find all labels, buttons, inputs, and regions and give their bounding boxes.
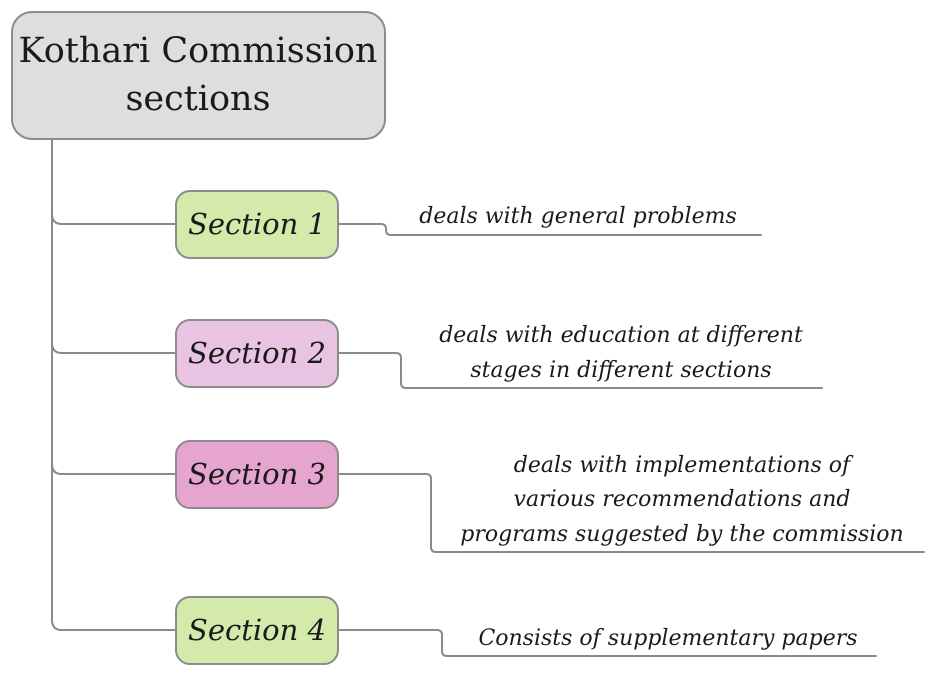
section-2-description-line-2: stages in different sections [470, 358, 771, 383]
section-3-node: Section 3 [175, 440, 339, 509]
root-title-line-2: sections [125, 79, 270, 119]
section-4-description-line-1: Consists of supplementary papers [478, 626, 857, 651]
section-1-label: Section 1 [188, 207, 326, 241]
connector-section-3-description [337, 473, 437, 553]
section-1-node: Section 1 [175, 190, 339, 259]
root-node: Kothari Commission sections [11, 11, 386, 140]
connector-section-1-description [337, 223, 392, 236]
root-title-line-1: Kothari Commission [19, 31, 378, 71]
section-2-label: Section 2 [188, 336, 326, 370]
root-node-box [11, 11, 386, 140]
section-1-box [175, 190, 339, 259]
connector-root-section-4 [51, 139, 177, 631]
section-1-description-line-1: deals with general problems [419, 204, 737, 229]
section-3-label: Section 3 [188, 457, 326, 491]
connector-root-section-2 [51, 139, 177, 354]
connector-root-section-3 [51, 139, 177, 475]
section-4-node: Section 4 [175, 596, 339, 665]
section-3-description-line-2: various recommendations and [514, 487, 851, 512]
section-4-box [175, 596, 339, 665]
section-3-description-line-3: programs suggested by the commission [460, 522, 903, 547]
connector-root-section-1 [51, 139, 177, 225]
section-4-label: Section 4 [188, 613, 326, 647]
section-2-node: Section 2 [175, 319, 339, 388]
section-3-box [175, 440, 339, 509]
section-2-box [175, 319, 339, 388]
section-3-description-line-1: deals with implementations of [514, 453, 854, 478]
connector-section-4-description [337, 629, 448, 657]
connector-section-2-description [337, 352, 407, 389]
section-2-description-line-1: deals with education at different [439, 323, 803, 348]
